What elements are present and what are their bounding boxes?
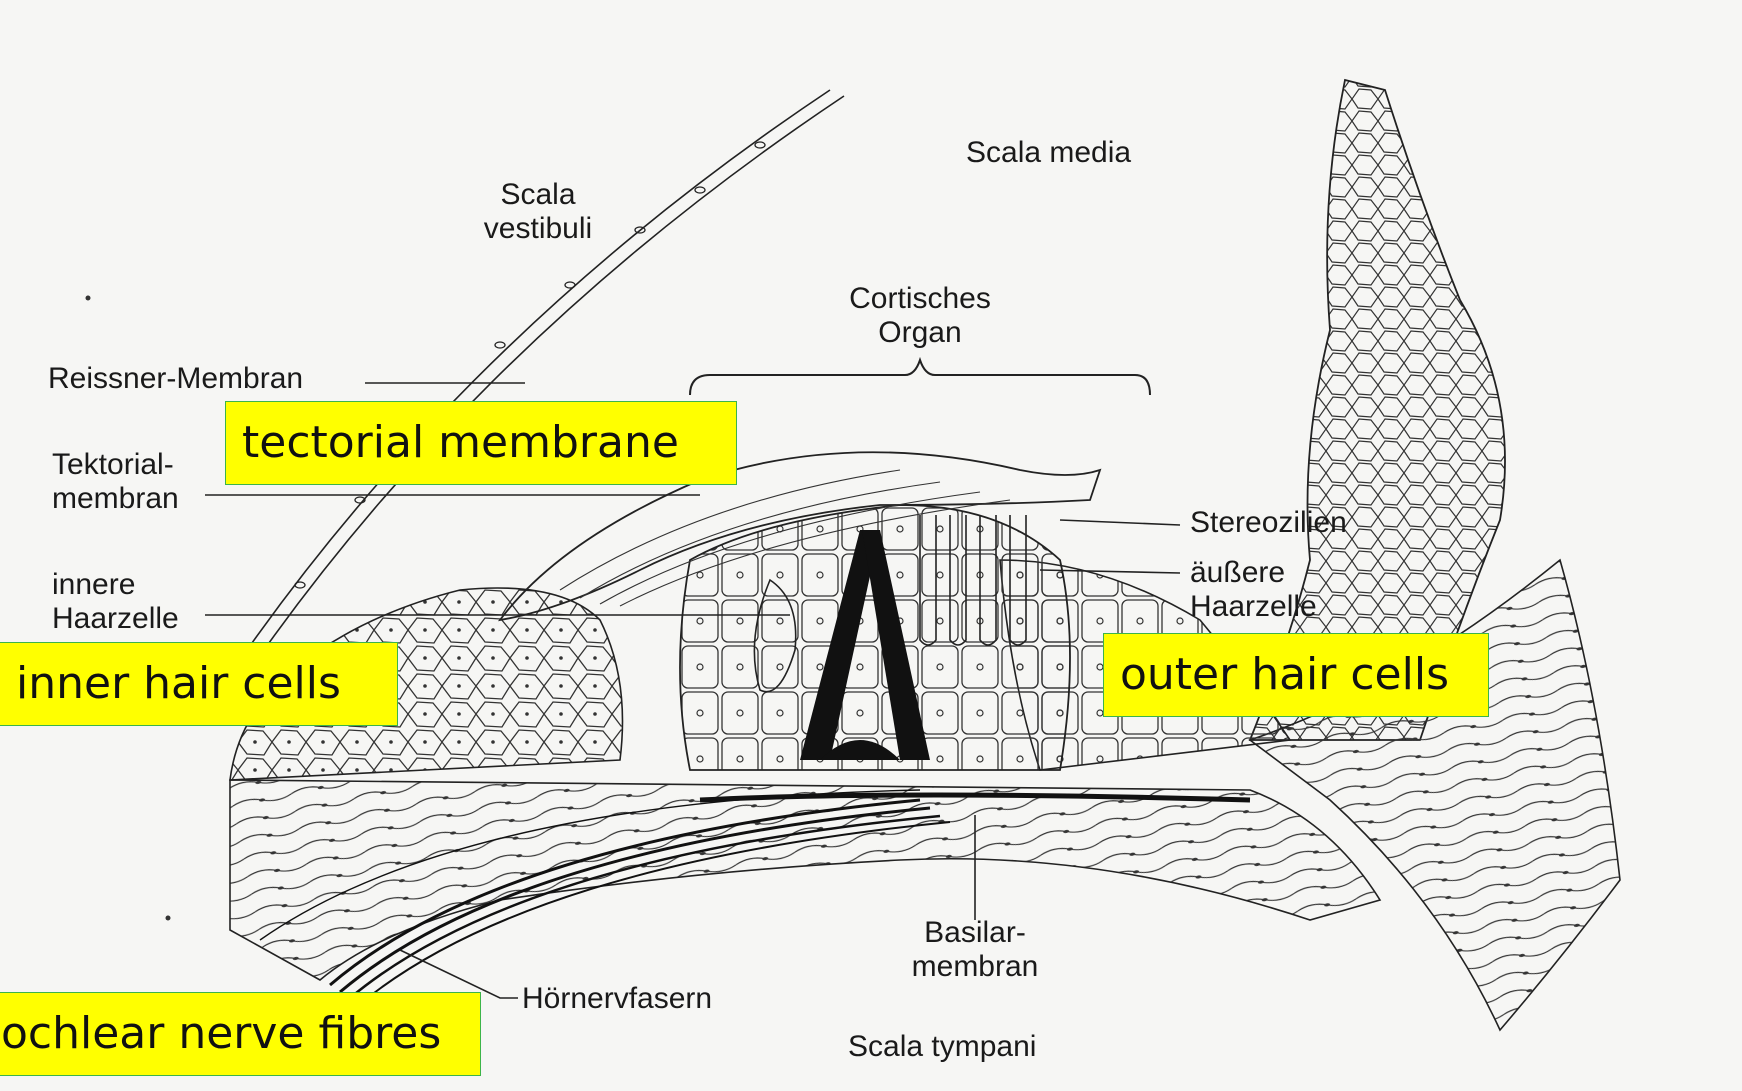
scala-vestibuli-line2: vestibuli [448,212,628,246]
cortisches-organ-label: Cortisches Organ [820,282,1020,350]
scala-vestibuli-label: Scala vestibuli [448,178,628,246]
basilar-membran-label: Basilar- membran [880,916,1070,984]
innere-haarzelle-label: innere Haarzelle [52,568,179,636]
basilar-line2: membran [880,950,1070,984]
cochlear-nerve-fibres-highlight: ochlear nerve fibres [0,992,481,1076]
scala-tympani-label: Scala tympani [848,1030,1036,1064]
hoernervfasern-label: Hörnervfasern [522,982,712,1016]
scala-vestibuli-line1: Scala [448,178,628,212]
outer-hair-cells-highlight: outer hair cells [1103,633,1489,717]
cortisches-bracket [690,360,1150,395]
reissner-membran-label: Reissner-Membran [48,362,303,396]
aeussere-line2: Haarzelle [1190,590,1317,624]
spiral-lamina [230,780,1380,980]
cortisches-line1: Cortisches [820,282,1020,316]
tectorial-membrane-highlight: tectorial membrane [225,401,737,485]
tektorial-line1: Tektorial- [52,448,179,482]
basilar-line1: Basilar- [880,916,1070,950]
inner-hair-cells-highlight: inner hair cells [0,642,398,726]
tektorial-line2: membran [52,482,179,516]
aeussere-line1: äußere [1190,556,1317,590]
innere-line1: innere [52,568,179,602]
tektorial-membran-label: Tektorial- membran [52,448,179,516]
stereozilien-label: Stereozilien [1190,506,1347,540]
cortisches-line2: Organ [820,316,1020,350]
scala-media-label: Scala media [966,136,1131,170]
innere-line2: Haarzelle [52,602,179,636]
aeussere-haarzelle-label: äußere Haarzelle [1190,556,1317,624]
